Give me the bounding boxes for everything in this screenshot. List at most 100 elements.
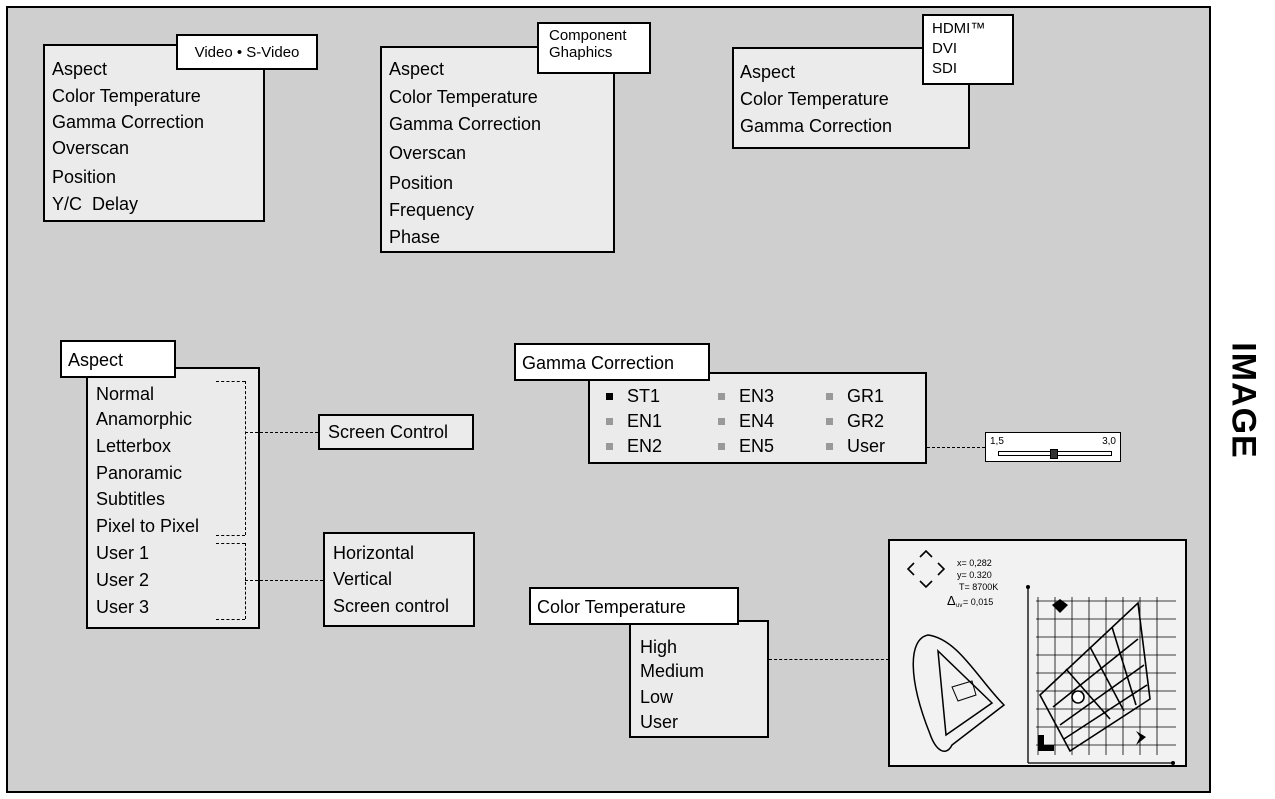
tag-line-sdi: SDI bbox=[932, 60, 958, 77]
screen-control-label: Screen Control bbox=[328, 422, 449, 442]
aspect-option-normal[interactable]: Normal bbox=[96, 384, 155, 404]
readout-y: y= 0.320 bbox=[957, 570, 992, 580]
chromaticity-diagram bbox=[912, 634, 1006, 753]
user-option-screen-control[interactable]: Screen control bbox=[333, 596, 450, 616]
color-temp-user-panel bbox=[888, 539, 1187, 767]
connector-line bbox=[245, 580, 323, 581]
menu-item-aspect[interactable]: Aspect bbox=[740, 62, 796, 82]
gamma-option-en1[interactable]: EN1 bbox=[606, 411, 662, 432]
gamma-title-tag: Gamma Correction bbox=[514, 343, 710, 381]
color-temp-option-high[interactable]: High bbox=[640, 637, 678, 657]
adjustment-grid bbox=[1027, 587, 1176, 764]
video-svideo-menu bbox=[43, 44, 265, 222]
bullet-icon bbox=[718, 418, 725, 425]
aspect-option-letterbox[interactable]: Letterbox bbox=[96, 436, 172, 456]
menu-item-gamma-correction[interactable]: Gamma Correction bbox=[740, 116, 893, 136]
axis-end-dot bbox=[1171, 761, 1175, 765]
video-svideo-tag: Video • S-Video bbox=[176, 34, 318, 70]
user-option-vertical[interactable]: Vertical bbox=[333, 569, 393, 589]
menu-item-aspect[interactable]: Aspect bbox=[389, 59, 445, 79]
gamma-slider-thumb[interactable] bbox=[1050, 449, 1058, 459]
bullet-icon bbox=[826, 393, 833, 400]
menu-item-yc-delay[interactable]: Y/C Delay bbox=[52, 194, 139, 214]
component-graphics-menu bbox=[380, 46, 615, 253]
menu-item-frequency[interactable]: Frequency bbox=[389, 200, 475, 220]
user-options-box bbox=[323, 532, 475, 627]
menu-item-position[interactable]: Position bbox=[52, 167, 117, 187]
tag-line-dvi: DVI bbox=[932, 40, 958, 57]
user-option-horizontal[interactable]: Horizontal bbox=[333, 543, 415, 563]
color-adjust-illustration: x= 0,282 y= 0.320 T= 8700K Δ uv = 0,015 bbox=[906, 549, 1176, 765]
axis-origin-dot bbox=[1026, 585, 1030, 589]
gamma-option-gr1[interactable]: GR1 bbox=[826, 386, 884, 407]
color-temp-option-low[interactable]: Low bbox=[640, 687, 674, 707]
menu-item-gamma-correction[interactable]: Gamma Correction bbox=[52, 112, 205, 132]
aspect-options-menu bbox=[86, 367, 260, 629]
aspect-option-subtitles[interactable]: Subtitles bbox=[96, 489, 166, 509]
hdmi-dvi-sdi-tag: HDMI™ DVI SDI bbox=[922, 14, 1014, 85]
aspect-option-user-1[interactable]: User 1 bbox=[96, 543, 150, 563]
slider-min-label: 1,5 bbox=[990, 436, 1004, 447]
bullet-icon bbox=[826, 418, 833, 425]
connector-line bbox=[769, 659, 889, 660]
component-graphics-tag: Component Ghaphics bbox=[537, 22, 651, 74]
menu-item-aspect[interactable]: Aspect bbox=[52, 59, 108, 79]
menu-item-color-temperature[interactable]: Color Temperature bbox=[52, 86, 201, 106]
selected-bullet-icon bbox=[606, 393, 613, 400]
readout-x: x= 0,282 bbox=[957, 558, 992, 568]
aspect-option-user-3[interactable]: User 3 bbox=[96, 597, 150, 617]
connector-bracket bbox=[216, 543, 245, 544]
connector-bracket bbox=[216, 535, 245, 536]
menu-item-phase[interactable]: Phase bbox=[389, 227, 441, 247]
menu-item-gamma-correction[interactable]: Gamma Correction bbox=[389, 114, 542, 134]
screen-control-box[interactable] bbox=[318, 414, 474, 450]
gamma-user-slider-box: 1,5 3,0 bbox=[985, 432, 1121, 462]
bullet-icon bbox=[718, 393, 725, 400]
color-temperature-title-tag: Color Temperature bbox=[529, 587, 739, 625]
menu-item-position[interactable]: Position bbox=[389, 173, 454, 193]
bullet-icon bbox=[826, 443, 833, 450]
gamma-option-user[interactable]: User bbox=[826, 436, 885, 457]
connector-bracket bbox=[216, 381, 245, 382]
aspect-option-user-2[interactable]: User 2 bbox=[96, 570, 150, 590]
arrow-up-icon bbox=[1052, 599, 1068, 613]
connector-line bbox=[245, 432, 318, 433]
menu-item-color-temperature[interactable]: Color Temperature bbox=[740, 89, 889, 109]
tag-line-hdmi: HDMI™ bbox=[932, 20, 986, 37]
sidebar bbox=[1213, 22, 1275, 788]
menu-item-color-temperature[interactable]: Color Temperature bbox=[389, 87, 538, 107]
aspect-option-panoramic[interactable]: Panoramic bbox=[96, 463, 183, 483]
tag-line-graphics: Ghaphics bbox=[549, 44, 613, 61]
gamma-option-gr2[interactable]: GR2 bbox=[826, 411, 884, 432]
gamma-option-en5[interactable]: EN5 bbox=[718, 436, 774, 457]
bullet-icon bbox=[718, 443, 725, 450]
connector-bracket bbox=[245, 381, 246, 535]
connector-bracket bbox=[245, 543, 246, 619]
arrow-down-right-icon bbox=[1136, 731, 1146, 745]
sidebar-title: IMAGE bbox=[1224, 341, 1263, 459]
direction-arrows-icon bbox=[906, 549, 946, 589]
gamma-option-en3[interactable]: EN3 bbox=[718, 386, 774, 407]
readout-duv-sub: uv bbox=[956, 603, 962, 609]
gamma-options-menu bbox=[588, 372, 927, 464]
color-temp-option-user[interactable]: User bbox=[640, 712, 679, 732]
color-temp-option-medium[interactable]: Medium bbox=[640, 661, 705, 681]
gamma-option-en2[interactable]: EN2 bbox=[606, 436, 662, 457]
aspect-option-pixel-to-pixel[interactable]: Pixel to Pixel bbox=[96, 516, 200, 536]
tag-line-component: Component bbox=[549, 27, 627, 44]
gamma-option-st1[interactable]: ST1 bbox=[606, 386, 660, 407]
menu-item-overscan[interactable]: Overscan bbox=[389, 143, 467, 163]
slider-max-label: 3,0 bbox=[1102, 436, 1116, 447]
aspect-title-tag: Aspect bbox=[60, 340, 176, 378]
arrow-down-left-icon bbox=[1038, 735, 1054, 751]
menu-item-overscan[interactable]: Overscan bbox=[52, 138, 130, 158]
bullet-icon bbox=[606, 443, 613, 450]
bullet-icon bbox=[606, 418, 613, 425]
color-temperature-options-menu bbox=[629, 620, 769, 738]
readout-duv-val: = 0,015 bbox=[963, 597, 993, 607]
connector-line bbox=[927, 447, 985, 448]
gamma-option-en4[interactable]: EN4 bbox=[718, 411, 774, 432]
readout-duv: Δ bbox=[947, 593, 956, 608]
aspect-option-anamorphic[interactable]: Anamorphic bbox=[96, 409, 193, 429]
